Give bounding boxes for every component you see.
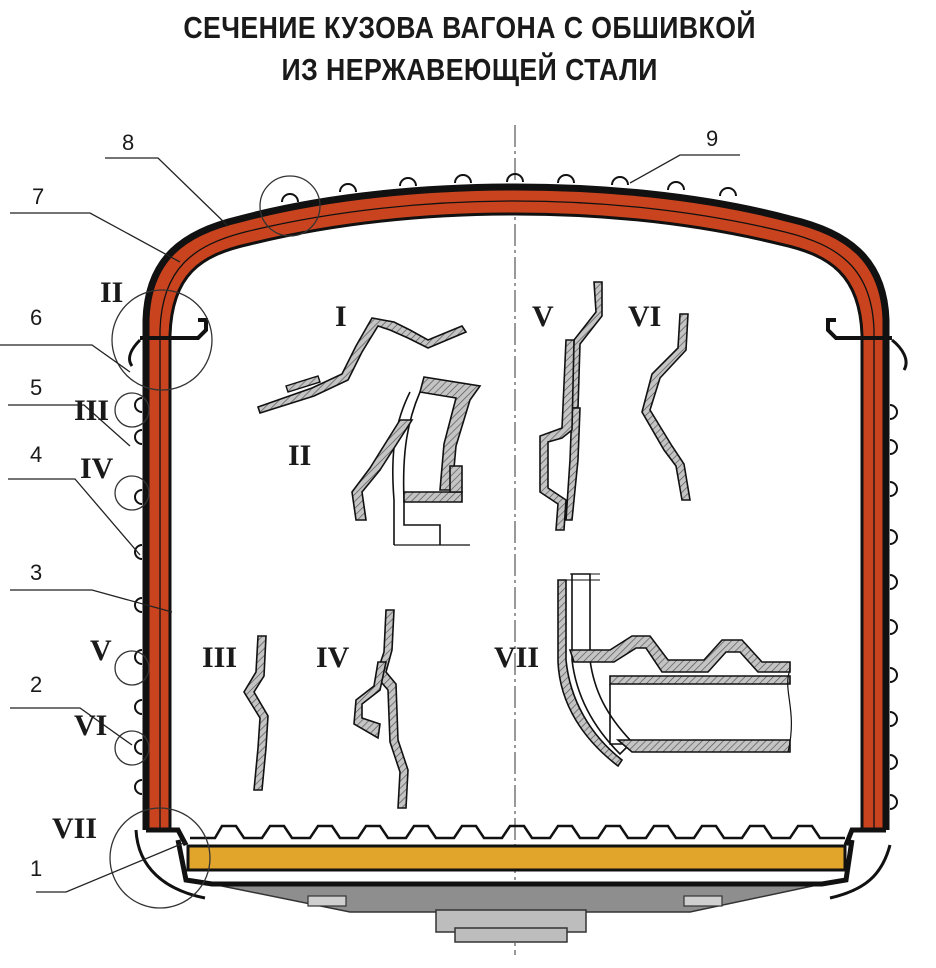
detail-III-profile [243,635,269,791]
wall-corrugations-right [889,404,898,810]
detail-label-II-circle: II [100,276,123,309]
detail-VI-profile [641,313,691,501]
skirt-left [146,827,189,847]
detail-label-V: V [532,300,554,333]
callout-1: 1 [30,856,42,881]
floor-base-line [175,839,855,887]
detail-label-IV: IV [316,641,350,674]
roof-corrugations [281,173,737,203]
detail-I-strip [285,375,321,393]
detail-label-IV-circle: IV [80,452,114,485]
floor-layer [186,844,847,872]
gutter-left [140,318,208,340]
bracket-right [683,895,723,907]
corrugated-floor [190,824,845,840]
outer-skin [142,183,890,830]
detail-VII-profile [557,573,792,768]
gutter-right-drip [891,338,908,371]
detail-label-II: II [288,439,311,472]
diagram-title-line1: СЕЧЕНИЕ КУЗОВА ВАГОНА С ОБШИВКОЙ [183,10,756,45]
leader-lines [0,154,740,893]
detail-circles [109,175,321,909]
callout-6: 6 [30,305,42,330]
insulation-mid-line [159,200,875,830]
inner-lining [168,212,864,830]
callout-5: 5 [30,375,42,400]
callout-7: 7 [32,184,44,209]
detail-I-profile [256,317,468,414]
detail-label-VII: VII [494,641,539,674]
bracket-left [307,895,347,907]
callout-4: 4 [30,442,42,467]
detail-IV-profile [353,609,409,809]
callout-2: 2 [30,672,42,697]
detail-II-profile [351,376,482,546]
gutter-right [826,318,892,340]
wall-corrugations-left [134,397,143,795]
detail-V-profile [539,281,603,531]
detail-label-I: I [335,300,347,333]
skirt-right [843,827,886,846]
detail-label-V-circle: V [90,634,112,667]
callout-3: 3 [30,560,42,585]
callout-9: 9 [706,126,718,151]
detail-label-VI-circle: VI [74,709,107,742]
skirt-curve-right [829,844,892,900]
undercarriage [211,883,823,913]
detail-label-VII-circle: VII [52,812,97,845]
callout-8: 8 [122,130,134,155]
bottom-block-lower [454,927,568,943]
gutter-left-drip [128,338,142,367]
detail-label-III: III [202,641,237,674]
diagram-title-line2: ИЗ НЕРЖАВЕЮЩЕЙ СТАЛИ [281,52,658,87]
detail-label-III-circle: III [74,394,109,427]
detail-label-VI: VI [628,300,661,333]
